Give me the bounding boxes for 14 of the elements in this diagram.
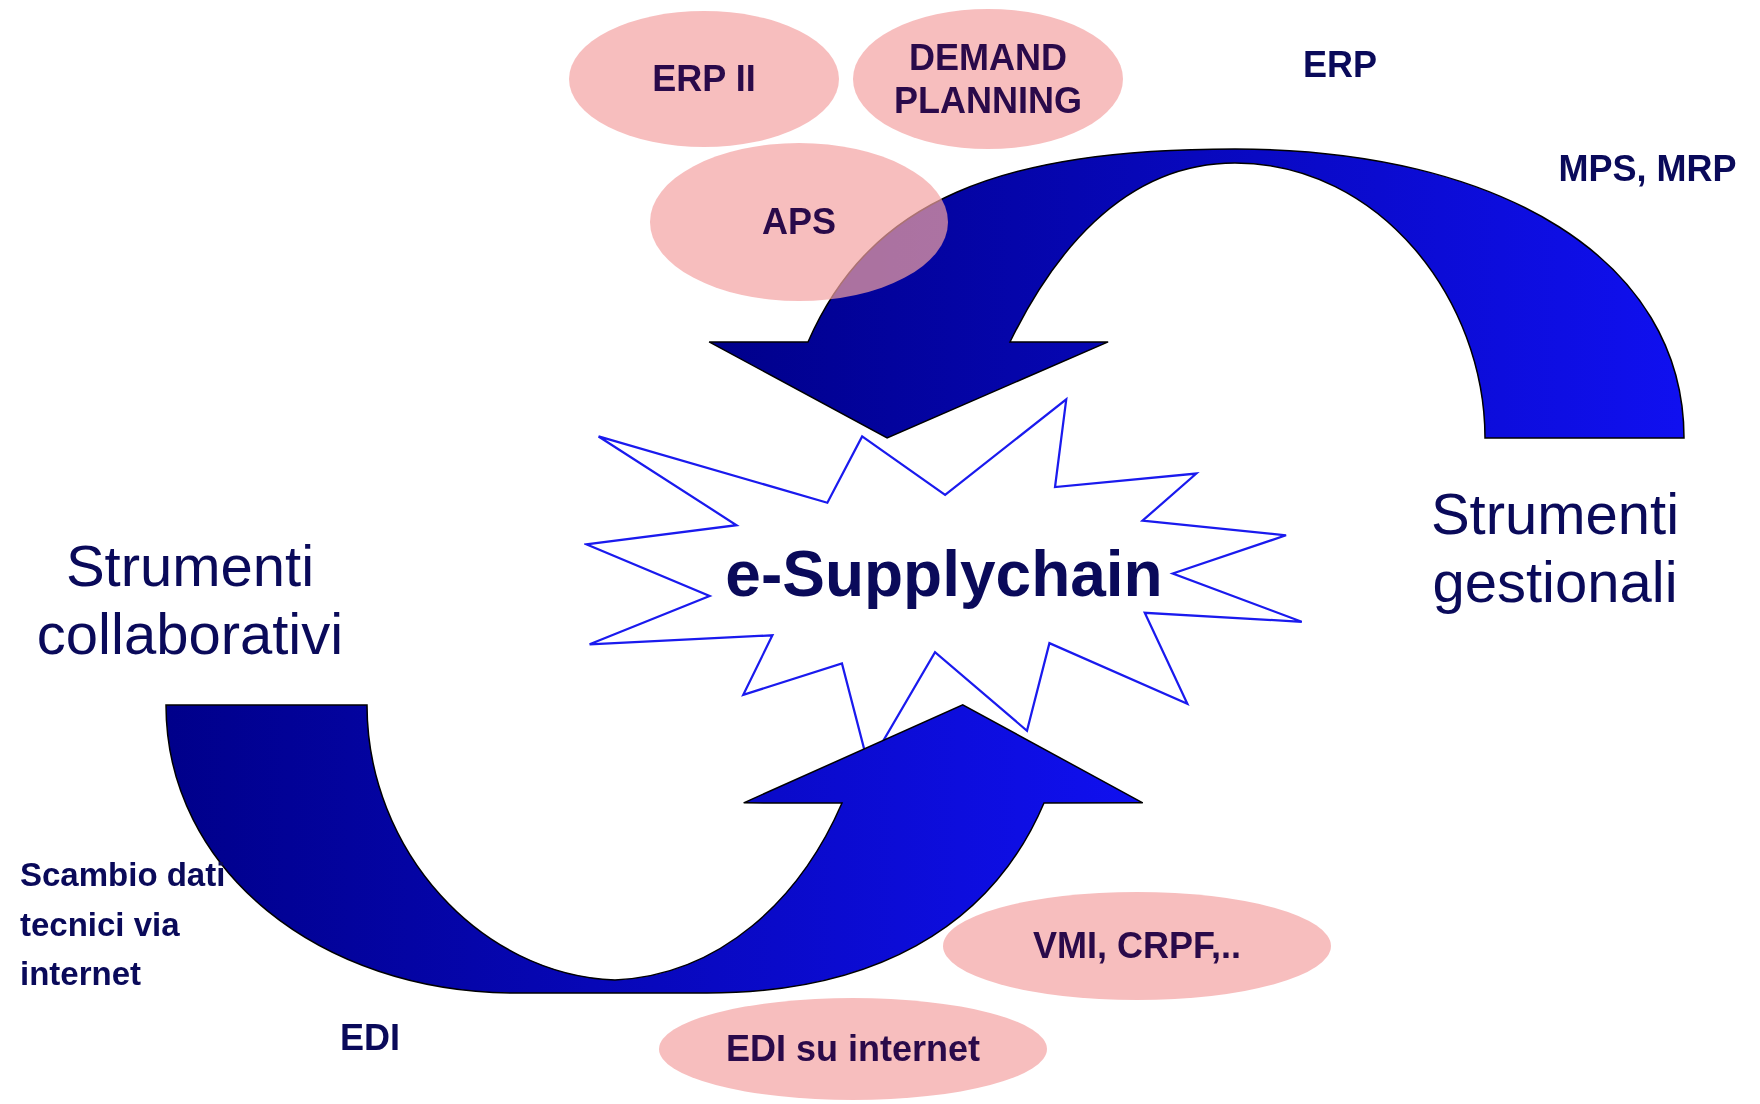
text-label: EDI [340,1016,401,1060]
bubble-label: EDI su internet [725,1027,980,1071]
curved-block-arrow [708,148,1685,439]
bubble-label: ERP II [652,57,756,101]
text-label: Strumenti gestionali [1429,480,1681,617]
text-label: Strumenti collaborativi [35,532,345,669]
curved-block-arrow [165,704,1144,994]
bubble-label: APS [762,200,836,244]
starburst-label: e-Supplychain [725,536,1163,612]
bubble-label: DEMAND PLANNING [893,35,1083,123]
bubble-label: VMI, CRPF,.. [1033,924,1241,968]
text-label: ERP [1302,43,1378,87]
text-label: Scambio dati tecnici via internet [20,855,227,994]
text-label: MPS, MRP [1557,147,1738,191]
